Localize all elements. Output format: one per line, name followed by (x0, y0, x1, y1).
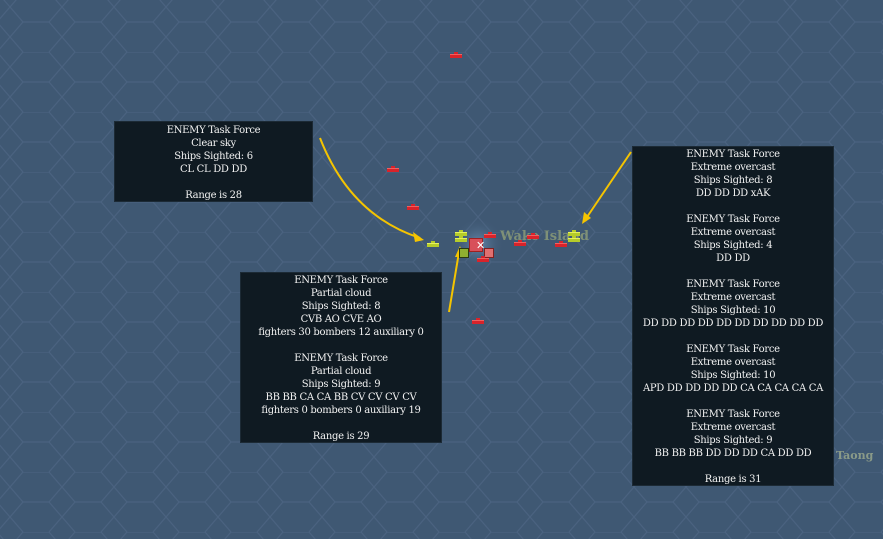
popup-line: ENEMY Task Force (686, 279, 780, 290)
popup-line: Ships Sighted: 6 (174, 151, 253, 162)
popup-line: Ships Sighted: 8 (693, 175, 773, 186)
arrow-head-icon (582, 212, 591, 224)
enemy-ship-icon[interactable] (477, 256, 489, 262)
arrow-from-partial-box (448, 251, 460, 313)
popup-line: Ships Sighted: 9 (301, 379, 381, 390)
popup-line: Extreme overcast (690, 227, 776, 238)
task-force-popup-overcast: ENEMY Task Force Extreme overcast Ships … (633, 147, 833, 485)
arrow-from-overcast-box (584, 151, 632, 221)
popup-line: Extreme overcast (690, 422, 776, 433)
popup-line: Partial cloud (310, 288, 372, 299)
popup-line: Extreme overcast (690, 292, 776, 303)
popup-line: ENEMY Task Force (686, 149, 780, 160)
popup-line: Range is 29 (312, 431, 370, 442)
popup-line (241, 417, 441, 430)
popup-line: Ships Sighted: 8 (301, 301, 381, 312)
popup-line: Ships Sighted: 4 (693, 240, 773, 251)
place-label-wake-island: Wake Island (500, 229, 590, 244)
popup-line (633, 330, 833, 343)
task-force-popup-partial: ENEMY Task Force Partial cloud Ships Sig… (241, 273, 441, 442)
popup-line: CVB AO CVE AO (300, 314, 382, 325)
enemy-ship-icon[interactable] (472, 318, 484, 324)
popup-line: ENEMY Task Force (686, 409, 780, 420)
friendly-ship-icon[interactable] (455, 230, 467, 236)
task-force-popup-clear: ENEMY Task Force Clear sky Ships Sighted… (115, 122, 312, 201)
friendly-ship-icon[interactable] (568, 236, 580, 242)
popup-line: fighters 0 bombers 0 auxiliary 19 (261, 405, 421, 416)
popup-line: ENEMY Task Force (686, 214, 780, 225)
enemy-ship-icon[interactable] (484, 232, 496, 238)
port-icon[interactable] (484, 248, 494, 258)
enemy-ship-icon[interactable] (527, 233, 539, 239)
popup-line: APD DD DD DD DD CA CA CA CA CA (642, 383, 824, 394)
popup-line: Ships Sighted: 9 (693, 435, 773, 446)
popup-line (241, 339, 441, 352)
place-label-taong: Taong (836, 449, 874, 462)
arrow-head-icon (413, 232, 424, 242)
combat-crossed-swords-icon: ✕ (476, 239, 486, 252)
airfield-icon[interactable] (459, 248, 469, 258)
popup-line: DD DD DD xAK (695, 188, 771, 199)
popup-line: Clear sky (191, 138, 236, 149)
popup-line: Range is 28 (185, 190, 242, 201)
popup-line: Partial cloud (310, 366, 372, 377)
popup-line: BB BB BB DD DD DD CA DD DD (654, 448, 812, 459)
arrow-from-clear-box (319, 137, 421, 239)
popup-line: DD DD (716, 253, 750, 264)
enemy-ship-icon[interactable] (514, 240, 526, 246)
popup-line: CL CL DD DD (180, 164, 247, 175)
enemy-ship-icon[interactable] (450, 52, 462, 58)
popup-line: Range is 31 (704, 474, 762, 485)
friendly-ship-icon[interactable] (427, 241, 439, 247)
enemy-ship-icon[interactable] (387, 166, 399, 172)
popup-line: ENEMY Task Force (686, 344, 780, 355)
popup-line (633, 200, 833, 213)
popup-line: Ships Sighted: 10 (690, 305, 776, 316)
popup-line: DD DD DD DD DD DD DD DD DD DD (642, 318, 824, 329)
friendly-ship-icon[interactable] (568, 230, 580, 236)
popup-line: Extreme overcast (690, 162, 776, 173)
popup-line (633, 395, 833, 408)
wake-base-icon[interactable] (469, 238, 483, 252)
popup-line: ENEMY Task Force (166, 125, 261, 136)
popup-line: Extreme overcast (690, 357, 776, 368)
popup-line: ENEMY Task Force (294, 353, 388, 364)
popup-line: BB BB CA CA BB CV CV CV CV (265, 392, 417, 403)
popup-line: fighters 30 bombers 12 auxiliary 0 (258, 327, 424, 338)
popup-line (633, 265, 833, 278)
enemy-ship-icon[interactable] (555, 241, 567, 247)
popup-line (115, 176, 312, 189)
friendly-ship-icon[interactable] (455, 236, 467, 242)
sighting-arrows (319, 137, 632, 313)
enemy-ship-icon[interactable] (407, 204, 419, 210)
popup-line: Ships Sighted: 10 (690, 370, 776, 381)
popup-line: ENEMY Task Force (294, 275, 388, 286)
popup-line (633, 460, 833, 473)
